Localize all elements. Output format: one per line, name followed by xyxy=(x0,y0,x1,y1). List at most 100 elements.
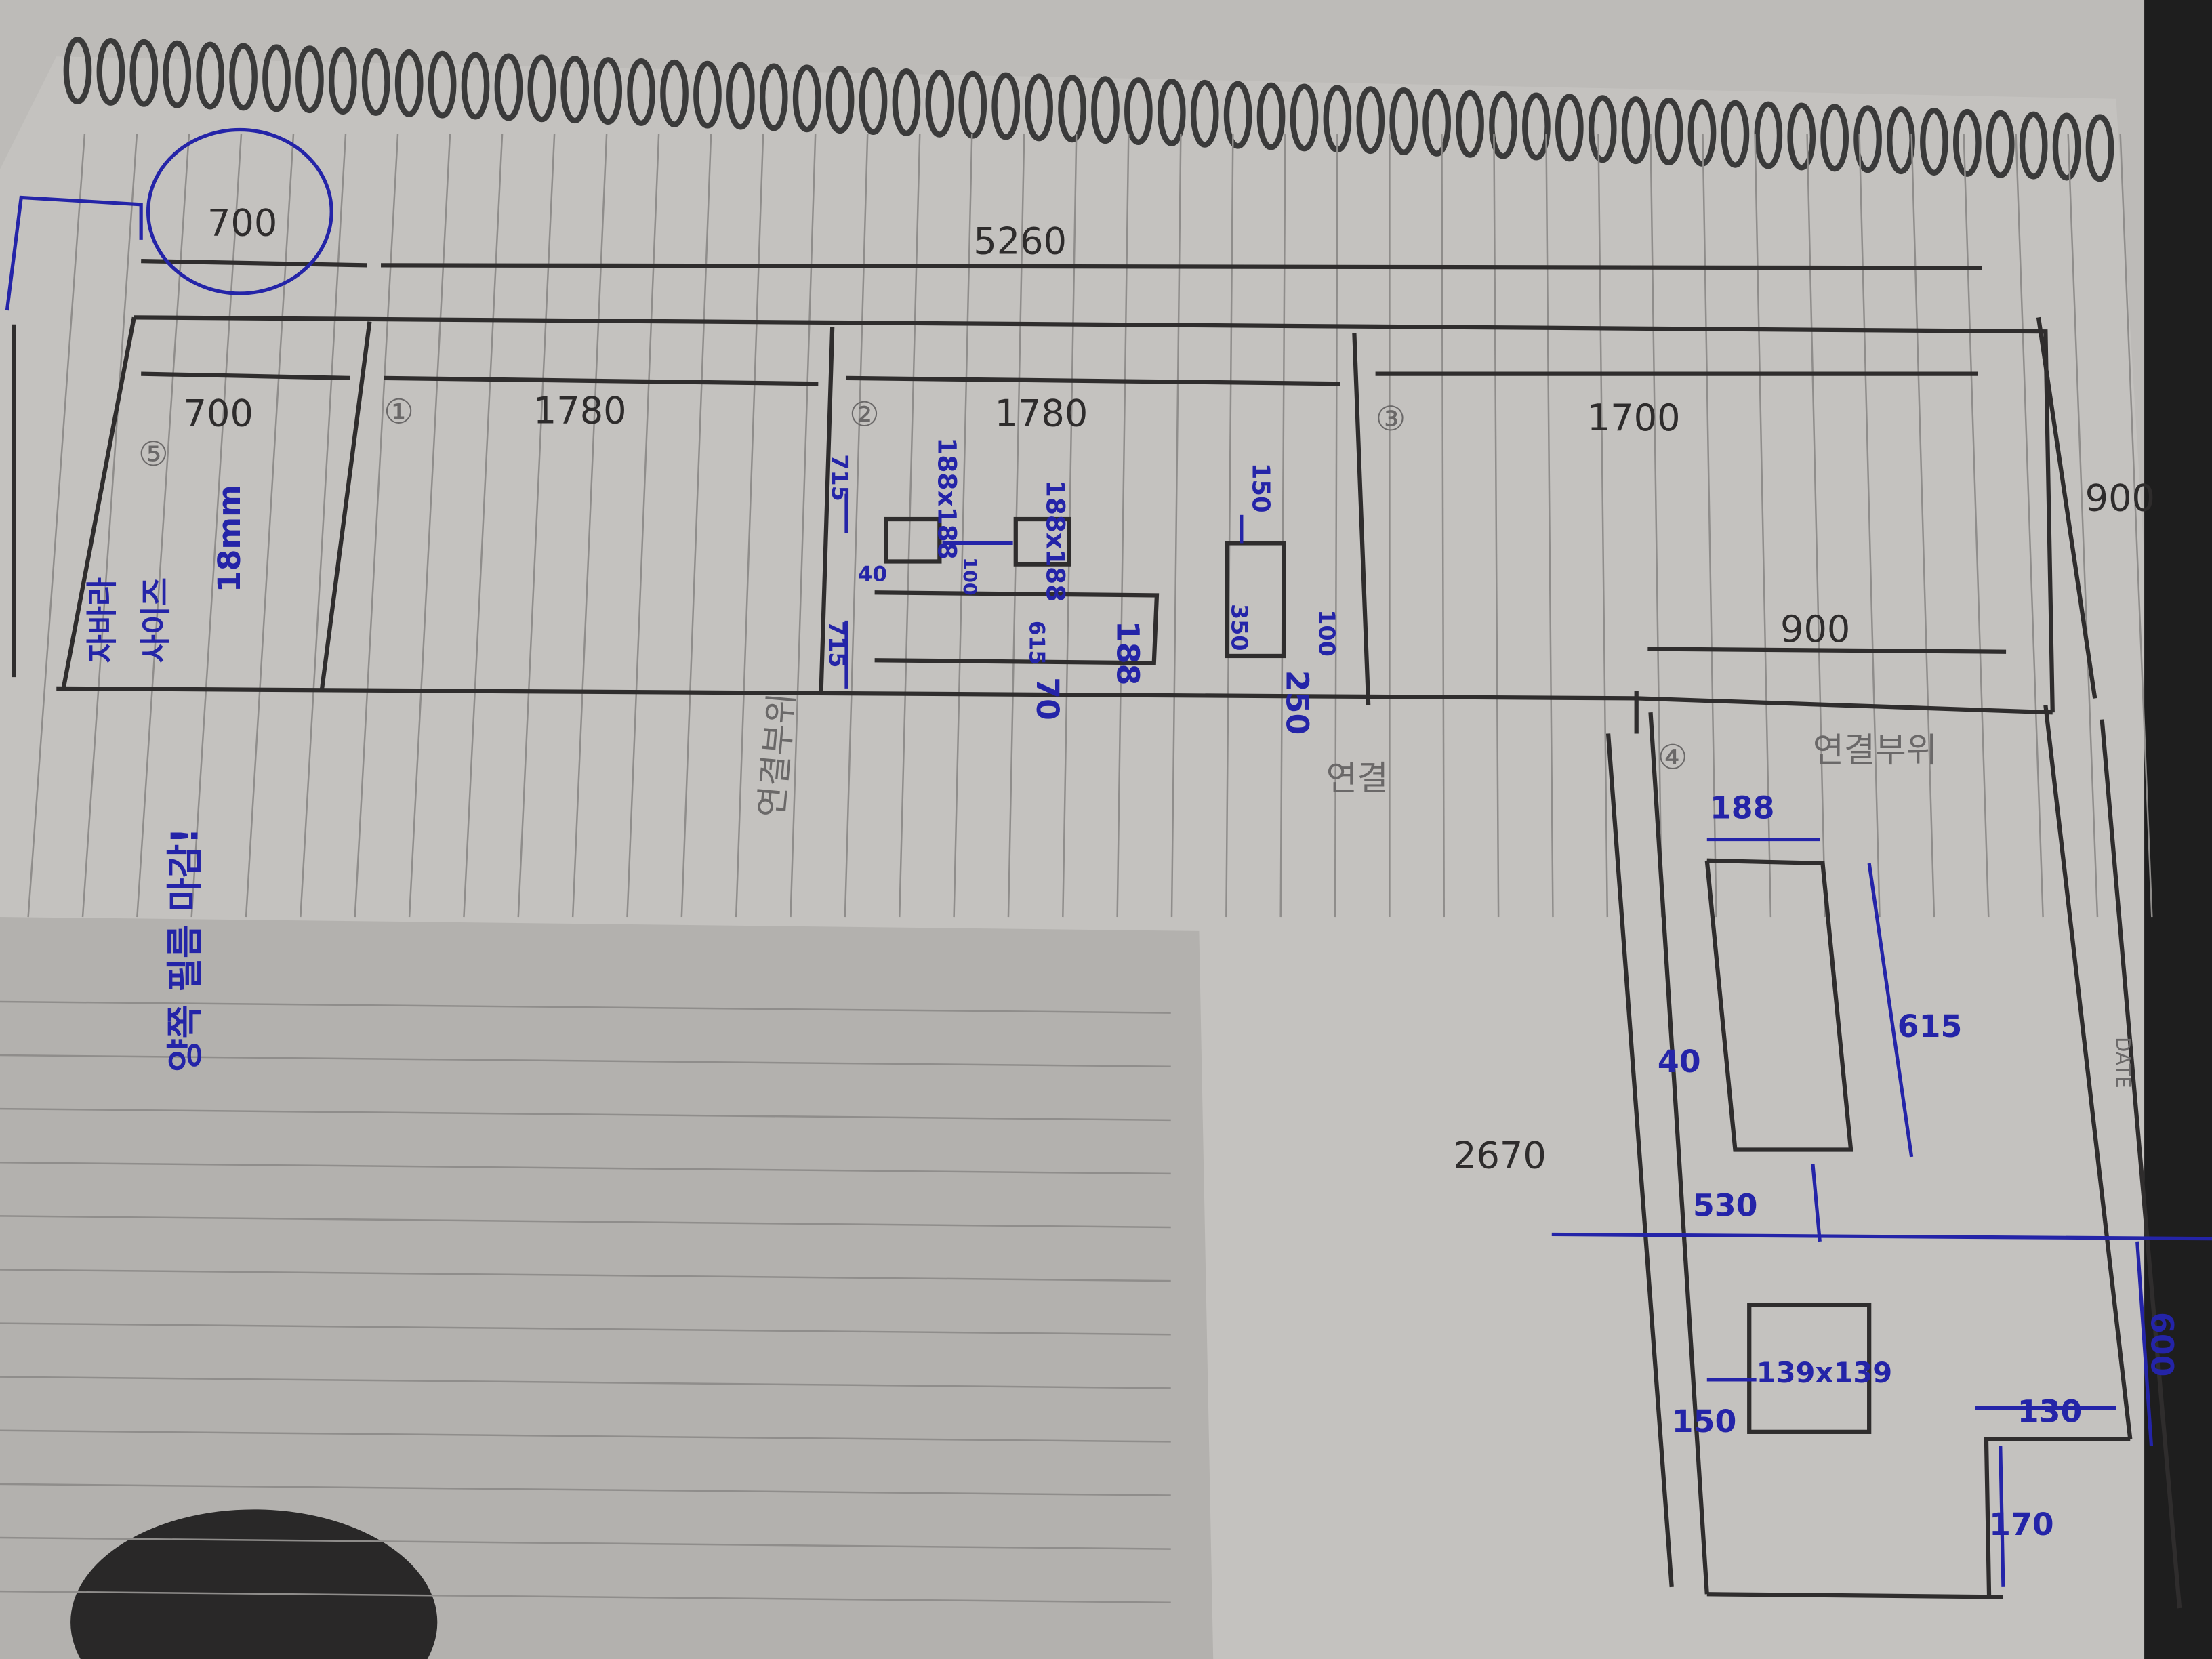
panel-1-width: 1780 xyxy=(533,389,627,432)
ruled-line xyxy=(0,1162,1171,1175)
spiral-coil xyxy=(1124,77,1153,145)
square-hole-size: 139x139 xyxy=(1757,1356,1893,1389)
spiral-coil xyxy=(527,54,556,123)
ruled-line xyxy=(81,134,138,918)
ruled-line xyxy=(1963,134,1990,918)
spiral-coil xyxy=(1986,110,2015,178)
spiral-coil xyxy=(759,63,788,131)
spiral-coil xyxy=(925,69,954,138)
ruled-line xyxy=(1441,134,1446,918)
spiral-coil xyxy=(229,43,258,111)
bottom-cabinet-outline xyxy=(1551,705,2212,1609)
ruled-line xyxy=(27,134,86,918)
spiral-coil xyxy=(1588,95,1617,163)
panel5-note-line1: 자바라 xyxy=(84,577,121,663)
spiral-coil xyxy=(1920,108,1948,176)
spiral-coil xyxy=(129,39,159,107)
spiral-coil xyxy=(1456,89,1484,158)
panel-5-width: 700 xyxy=(184,392,253,435)
bottom-dim-615: 615 xyxy=(1898,1008,1963,1044)
ruled-line xyxy=(0,1000,1171,1014)
spiral-coil xyxy=(196,41,224,110)
bottom-dim-188: 188 xyxy=(1710,789,1775,825)
spiral-coil xyxy=(825,66,855,134)
spiral-coil xyxy=(361,47,390,116)
bottom-height-label: 2670 xyxy=(1453,1134,1547,1177)
ruled-line xyxy=(0,1107,1171,1122)
dim-70: 70 xyxy=(1029,677,1066,720)
spiral-coil xyxy=(1853,105,1882,173)
spiral-coil xyxy=(1953,108,1982,177)
spiral-coil xyxy=(2052,112,2081,181)
bottom-dim-170: 170 xyxy=(1989,1506,2054,1542)
spiral-coil xyxy=(1290,83,1319,152)
dim-100-panel3: 100 xyxy=(1313,609,1340,657)
spiral-coil xyxy=(1389,87,1418,155)
ruled-line xyxy=(0,1269,1171,1282)
dim-40: 40 xyxy=(858,562,887,587)
spiral-coil xyxy=(859,67,888,136)
spiral-coil xyxy=(2085,114,2114,182)
spiral-binding xyxy=(63,37,2114,182)
spiral-coil xyxy=(1687,98,1717,167)
spiral-coil xyxy=(660,59,689,127)
panel5-note-line2: 사이즈 xyxy=(138,577,174,663)
ruled-line xyxy=(2015,134,2044,918)
spiral-coil xyxy=(1356,86,1385,155)
dim-615: 615 xyxy=(1025,621,1049,665)
spiral-coil xyxy=(1489,91,1517,159)
spiral-coil xyxy=(1256,82,1286,150)
ruled-line xyxy=(0,1590,1171,1603)
ruled-line xyxy=(2067,134,2099,918)
ruled-line xyxy=(1910,134,1936,918)
panel2-holes xyxy=(844,493,1286,689)
dim-715-top: 715 xyxy=(827,454,853,501)
underlying-page xyxy=(0,917,1214,1659)
spiral-coil xyxy=(1621,96,1650,165)
circle-mark xyxy=(146,127,333,295)
spiral-coil xyxy=(1190,79,1219,148)
spiral-coil xyxy=(262,44,291,112)
side-note: 양쪽 필름 마감! xyxy=(163,827,206,1072)
ruled-line xyxy=(0,1536,1171,1550)
date-label: DATE xyxy=(2111,1037,2134,1088)
panel5-thickness: 18mm xyxy=(211,485,247,592)
spiral-coil xyxy=(394,49,424,117)
ruled-line xyxy=(136,134,190,918)
dark-edge xyxy=(2144,0,2212,1659)
ruled-line xyxy=(0,1322,1171,1336)
spiral-coil xyxy=(329,47,357,115)
panel-2-width: 1780 xyxy=(995,392,1088,435)
spiral-coil xyxy=(1555,94,1584,162)
joint-label-2: 연결 xyxy=(1326,759,1389,798)
pen-arrow xyxy=(5,195,143,311)
dim-350: 350 xyxy=(1226,604,1252,651)
spiral-coil xyxy=(1787,102,1816,171)
spiral-coil xyxy=(63,37,92,105)
ruled-line xyxy=(1754,134,1772,918)
bottom-dim-40: 40 xyxy=(1658,1043,1701,1080)
bottom-dim-600: 600 xyxy=(2144,1312,2180,1377)
ruled-line xyxy=(0,1215,1171,1229)
dim-150: 150 xyxy=(1246,463,1274,513)
spiral-coil xyxy=(1422,88,1451,157)
panel-2-number: ② xyxy=(849,395,880,434)
ruled-line xyxy=(0,1054,1171,1067)
spiral-coil xyxy=(1721,100,1750,168)
dim-715-bottom: 715 xyxy=(824,621,851,668)
spiral-coil xyxy=(1522,92,1551,161)
ruled-line xyxy=(1597,134,1609,918)
panel-5-number: ⑤ xyxy=(138,434,169,474)
ruled-line xyxy=(2119,134,2153,918)
spiral-coil xyxy=(627,58,655,126)
spiral-coil xyxy=(163,40,192,108)
spiral-coil xyxy=(594,57,623,125)
dim-250: 250 xyxy=(1279,670,1315,735)
spiral-coil xyxy=(2019,111,2048,180)
ruled-line xyxy=(1858,134,1881,918)
bottom-joint-label: 연결부위 xyxy=(1813,731,1938,770)
ruled-line xyxy=(1702,134,1717,918)
spiral-coil xyxy=(1654,98,1683,165)
